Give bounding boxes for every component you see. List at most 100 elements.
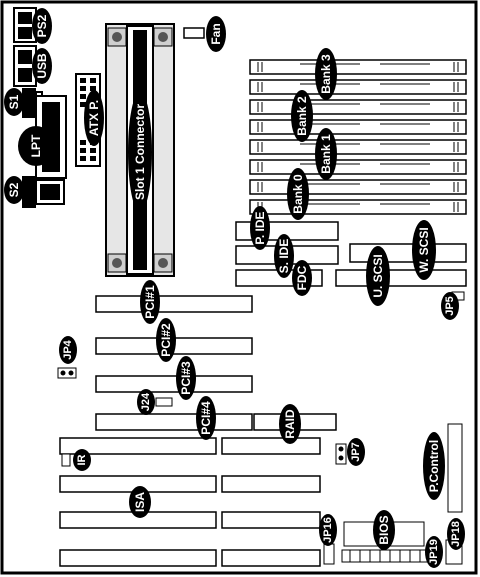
isa-slot bbox=[221, 549, 321, 567]
label-jp4-text: JP4 bbox=[62, 339, 74, 359]
pci-slot-3 bbox=[95, 375, 253, 393]
isa-slot bbox=[221, 475, 321, 493]
label-fdc: FDC bbox=[292, 260, 312, 296]
label-s2: S2 bbox=[4, 176, 24, 204]
label-slot1-text: Slot 1 Connector bbox=[133, 104, 147, 200]
label-s1-text: S1 bbox=[7, 94, 21, 109]
label-lpt: LPT bbox=[18, 126, 54, 166]
pci-slot-1 bbox=[95, 295, 253, 313]
label-bank0: Bank 0 bbox=[287, 168, 309, 220]
isa-slot bbox=[221, 511, 321, 529]
pcontrol-header bbox=[447, 423, 463, 513]
label-fan-text: Fan bbox=[209, 23, 223, 44]
label-pide-text: P. IDE bbox=[253, 211, 267, 244]
label-bank2-text: Bank 2 bbox=[295, 96, 309, 136]
dimm-slot bbox=[249, 119, 467, 135]
pci-slot-4 bbox=[95, 413, 253, 431]
dimm-slot bbox=[249, 139, 467, 155]
label-jp16: JP16 bbox=[319, 514, 337, 546]
label-slot1: Slot 1 Connector bbox=[128, 92, 152, 212]
dimm-slot bbox=[249, 179, 467, 195]
label-ps2: PS2 bbox=[32, 8, 52, 44]
label-pci2-text: PCI#2 bbox=[159, 323, 173, 357]
label-atx-text: ATX P. bbox=[87, 100, 101, 136]
label-bios-text: BIOS bbox=[377, 515, 391, 544]
label-pci4-text: PCI#4 bbox=[199, 401, 213, 435]
label-raid: RAID bbox=[279, 404, 301, 444]
label-jp4: JP4 bbox=[59, 336, 77, 364]
label-s1: S1 bbox=[4, 88, 24, 116]
label-uscsi: U. SCSI bbox=[366, 246, 390, 306]
label-pci2: PCI#2 bbox=[156, 318, 176, 362]
ultra-scsi-header bbox=[335, 269, 467, 287]
label-jp5-text: JP5 bbox=[444, 296, 456, 316]
label-pci3-text: PCI#3 bbox=[179, 361, 193, 395]
label-j24: J24 bbox=[137, 389, 155, 415]
dimm-slot bbox=[249, 59, 467, 75]
isa-slot bbox=[221, 437, 321, 455]
label-atx: ATX P. bbox=[84, 90, 104, 146]
jp4-jumper bbox=[57, 367, 77, 379]
dimm-slot bbox=[249, 159, 467, 175]
label-ir-text: IR bbox=[76, 454, 88, 465]
label-jp19: JP19 bbox=[425, 536, 443, 568]
serial-port-s2 bbox=[22, 176, 65, 208]
label-ps2-text: PS2 bbox=[35, 14, 49, 37]
dimm-slot bbox=[249, 79, 467, 95]
label-s2-text: S2 bbox=[7, 182, 21, 197]
ir-header bbox=[61, 453, 71, 467]
label-pide: P. IDE bbox=[250, 206, 270, 250]
dimm-slot-notches bbox=[257, 62, 459, 212]
isa-slots bbox=[59, 437, 321, 567]
jp7-jumper bbox=[335, 443, 347, 465]
label-pcontrol: P.Control bbox=[423, 432, 445, 500]
label-j24-text: J24 bbox=[140, 392, 152, 411]
label-jp18: JP18 bbox=[447, 518, 465, 550]
label-fdc-text: FDC bbox=[295, 265, 309, 290]
label-isa-text: ISA bbox=[133, 492, 147, 512]
label-usb-text: USB bbox=[35, 53, 49, 79]
label-pcontrol-text: P.Control bbox=[427, 440, 441, 492]
label-bios: BIOS bbox=[373, 510, 395, 550]
label-raid-text: RAID bbox=[283, 409, 297, 439]
label-jp7: JP7 bbox=[347, 438, 365, 466]
label-bank1: Bank 1 bbox=[315, 128, 337, 180]
label-pci1: PCI#1 bbox=[140, 280, 160, 324]
label-uscsi-text: U. SCSI bbox=[371, 254, 385, 297]
wide-scsi-header bbox=[349, 243, 467, 263]
label-jp5: JP5 bbox=[441, 292, 459, 320]
label-wscsi: W. SCSI bbox=[412, 220, 436, 280]
isa-slot bbox=[59, 437, 217, 455]
label-fan: Fan bbox=[206, 16, 226, 52]
dimm-slot bbox=[249, 99, 467, 115]
bios-pins bbox=[341, 549, 433, 563]
isa-slot bbox=[59, 549, 217, 567]
label-ir: IR bbox=[73, 449, 91, 471]
label-side: S. IDE bbox=[274, 234, 294, 278]
label-jp19-text: JP19 bbox=[428, 539, 440, 565]
fan-connector bbox=[183, 27, 205, 39]
label-jp18-text: JP18 bbox=[450, 521, 462, 547]
label-pci4: PCI#4 bbox=[196, 396, 216, 440]
j24-header bbox=[155, 397, 173, 407]
ps2-connector bbox=[13, 7, 37, 43]
jp16-jumper bbox=[323, 543, 335, 565]
label-usb: USB bbox=[32, 48, 52, 84]
label-jp7-text: JP7 bbox=[350, 442, 362, 462]
label-bank0-text: Bank 0 bbox=[291, 174, 305, 214]
label-pci3: PCI#3 bbox=[176, 356, 196, 400]
label-bank3: Bank 3 bbox=[315, 48, 337, 100]
label-bank2: Bank 2 bbox=[291, 90, 313, 142]
label-pci1-text: PCI#1 bbox=[143, 285, 157, 319]
pci-slots bbox=[95, 295, 337, 431]
label-isa: ISA bbox=[129, 486, 151, 518]
label-bank1-text: Bank 1 bbox=[319, 134, 333, 174]
label-side-text: S. IDE bbox=[277, 239, 291, 274]
label-bank3-text: Bank 3 bbox=[319, 54, 333, 94]
label-wscsi-text: W. SCSI bbox=[417, 227, 431, 272]
label-lpt-text: LPT bbox=[29, 134, 43, 157]
label-jp16-text: JP16 bbox=[322, 517, 334, 543]
labels: PS2 USB S1 LPT S2 ATX P. Slot 1 Connecto… bbox=[4, 8, 465, 568]
dimm-slot bbox=[249, 199, 467, 215]
